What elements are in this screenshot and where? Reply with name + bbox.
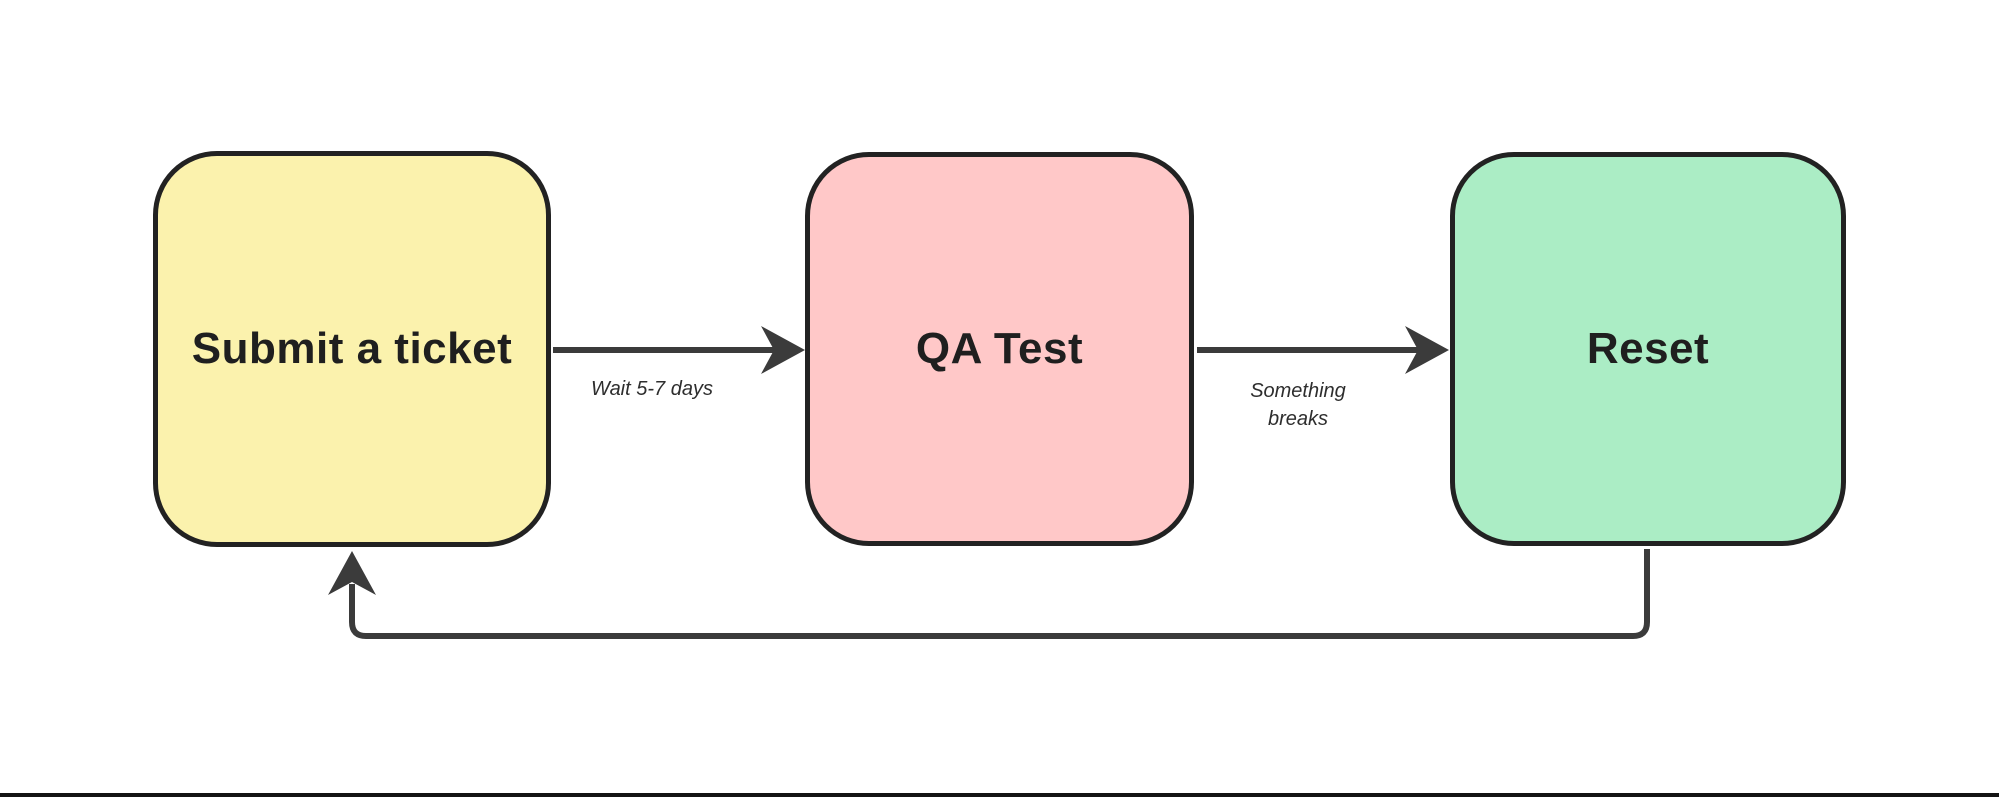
arrowhead-icon <box>1405 326 1449 374</box>
node-reset[interactable]: Reset <box>1450 152 1846 546</box>
arrowhead-icon <box>328 551 376 595</box>
node-qa-test[interactable]: QA Test <box>805 152 1194 546</box>
node-submit-a-ticket[interactable]: Submit a ticket <box>153 151 551 547</box>
arrowhead-icon <box>761 326 805 374</box>
node-label: Submit a ticket <box>191 323 513 373</box>
window-bottom-edge <box>0 793 1999 797</box>
node-label: Reset <box>1586 323 1710 373</box>
edge-reset-to-submit <box>328 549 1650 639</box>
edge-label-something-breaks: Something breaks <box>1250 380 1346 430</box>
node-label: QA Test <box>915 323 1084 373</box>
edge-submit-to-qa <box>553 326 805 374</box>
edge-qa-to-reset <box>1197 326 1449 374</box>
edge-label-wait-5-7-days: Wait 5-7 days <box>591 378 713 400</box>
edge-line <box>349 549 1650 639</box>
